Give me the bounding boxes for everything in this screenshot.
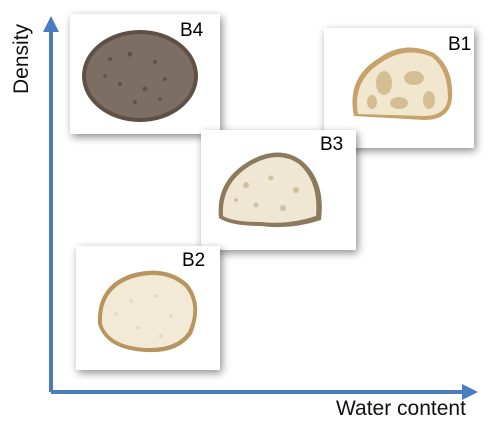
sample-card-b2: B2 <box>76 246 220 370</box>
sample-label-b1: B1 <box>448 34 472 55</box>
bread-slice-b4-image <box>82 30 198 122</box>
sample-label-b3: B3 <box>320 134 344 155</box>
sample-label-b4: B4 <box>180 20 204 41</box>
bread-slice-b2-image <box>97 270 198 353</box>
bread-slice-b1-image <box>352 47 453 120</box>
bread-slice-b3-image <box>218 152 322 228</box>
sample-card-b3: B3 <box>201 130 356 250</box>
y-axis-label: Density <box>10 23 33 94</box>
x-axis-label: Water content <box>336 397 466 420</box>
sample-label-b2: B2 <box>182 250 206 271</box>
sample-card-b1: B1 <box>324 28 474 148</box>
sample-card-b4: B4 <box>70 14 220 134</box>
